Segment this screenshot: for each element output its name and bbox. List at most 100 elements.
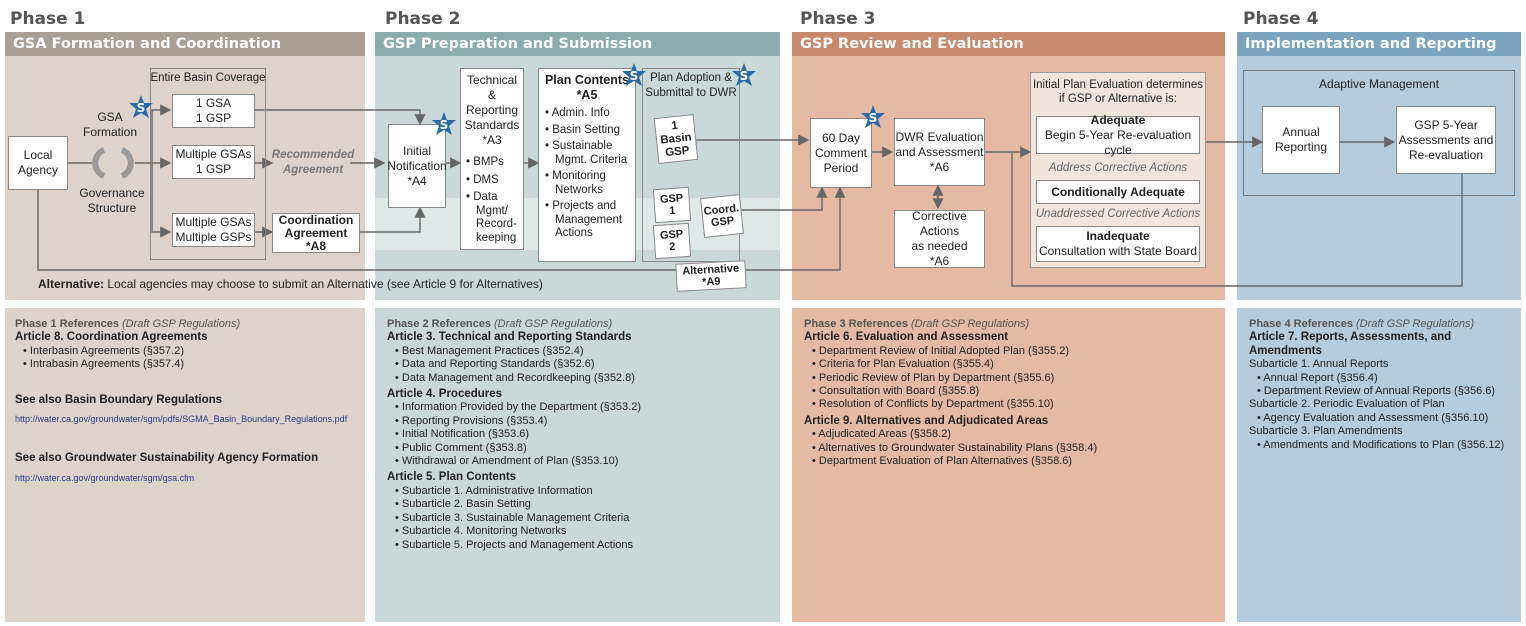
alternative-note: Alternative: Local agencies may choose t… [38,277,543,291]
ref4-heading: Phase 4 References (Draft GSP Regulation… [1249,318,1475,330]
star-badge-icon: S [732,63,756,86]
phase-4-title: Implementation and Reporting [1237,32,1521,56]
ref3-heading: Phase 3 References (Draft GSP Regulation… [804,318,1030,330]
star-badge-icon: S [432,112,456,135]
ref2-article3: Article 3. Technical and Reporting Stand… [387,331,632,344]
tech-standards-box: Technical & Reporting Standards *A3 • BM… [460,68,524,250]
adequate-box: Adequate Begin 5-Year Re-evaluation cycl… [1036,113,1200,157]
inadequate-label: Inadequate [1086,229,1150,243]
ref3-item: • Adjudicated Areas (§358.2) [812,428,951,441]
ref3-item: • Criteria for Plan Evaluation (§355.4) [812,358,994,371]
ref1-item: • Interbasin Agreements (§357.2) [23,344,184,357]
ref2-item: • Subarticle 3. Sustainable Management C… [395,511,630,524]
ref2-item: • Best Management Practices (§352.4) [395,344,584,357]
entire-basin-label: Entire Basin Coverage [150,71,266,84]
five-year-box: GSP 5-Year Assessments and Re-evaluation [1396,106,1496,174]
ref2-item: • Subarticle 5. Projects and Management … [395,538,634,551]
plan-item-admin: • Admin. Info [545,107,610,119]
ref3-item: • Department Review of Initial Adopted P… [812,344,1069,357]
svg-text:S: S [630,69,639,83]
ref3-item: • Department Evaluation of Plan Alternat… [812,455,1073,468]
plan-contents-title: Plan Contents *A5 [544,73,630,102]
svg-text:S: S [137,101,146,115]
ref1-see-basin: See also Basin Boundary Regulations [15,393,223,406]
tech-standards-list: • BMPs • DMS • Data Mgmt/ Record-keeping [466,156,518,245]
governance-structure-label: Governance Structure [79,186,145,215]
alternative-note-text: Local agencies may choose to submit an A… [104,277,543,291]
star-badge-icon: S [129,95,153,118]
phase-2-title: GSP Preparation and Submission [375,32,780,56]
phase-3-label: Phase 3 [800,9,876,29]
alternative-note-bold: Alternative: [38,277,105,291]
annual-reporting-box: Annual Reporting [1262,106,1340,174]
initial-notification-box: Initial Notification *A4 [387,124,447,208]
ref2-article4: Article 4. Procedures [387,388,503,401]
adequate-sub: Begin 5-Year Re-evaluation cycle [1044,127,1192,157]
basin-boundary-link[interactable]: http://water.ca.gov/groundwater/sgm/pdfs… [15,414,348,425]
plan-adoption-label: Plan Adoption & Submittal to DWR [645,72,737,99]
ref4-item: • Annual Report (§356.4) [1257,371,1378,384]
entire-basin-frame [150,68,266,260]
ref2-item: • Subarticle 4. Monitoring Networks [395,525,567,538]
coordination-agreement-ref: *A8 [305,238,326,253]
phase-3-references: Phase 3 References (Draft GSP Regulation… [792,308,1225,622]
star-badge-icon: S [622,63,646,86]
ref2-item: • Withdrawal or Amendment of Plan (§353.… [395,455,619,468]
ref3-item: • Alternatives to Groundwater Sustainabi… [812,441,1098,454]
alternative-doc: Alternative *A9 [675,260,747,292]
ref1-article8: Article 8. Coordination Agreements [15,331,208,344]
phase-1-label: Phase 1 [10,9,86,29]
ref4-article7: Article 7. Reports, Assessments, and Ame… [1249,331,1452,357]
corrective-actions-box: Corrective Actions as needed *A6 [894,209,985,268]
ref2-item: • Information Provided by the Department… [395,401,641,414]
inadequate-sub: Consultation with State Board [1038,244,1198,258]
ref2-article5: Article 5. Plan Contents [387,471,517,484]
basin-gsp-doc: 1 Basin GSP [653,114,699,164]
flow-connectors [37,104,1463,287]
option-1gsa-1gsp: 1 GSA 1 GSP [172,94,255,128]
ref3-item: • Consultation with Board (§355.8) [812,385,980,398]
evaluation-header: Initial Plan Evaluation determines if GS… [1032,79,1204,105]
star-badge-icon: S [861,105,885,128]
option-multi-gsa-1gsp: Multiple GSAs 1 GSP [172,145,255,179]
cycle-arrows-icon [92,147,134,179]
coord-gsp-doc: Coord. GSP [700,194,744,238]
phase-2-label: Phase 2 [385,9,461,29]
unaddressed-corrective-label: Unaddressed Corrective Actions [1035,207,1201,220]
ref4-item: • Agency Evaluation and Assessment (§356… [1257,411,1489,424]
tech-item-bmps: • BMPs [466,156,504,168]
coordination-agreement-label: Coordination Agreement [278,212,354,240]
ref3-item: • Resolution of Conflicts by Department … [812,398,1054,411]
svg-text:S: S [440,118,449,132]
conditionally-adequate-box: Conditionally Adequate [1036,180,1200,204]
tech-item-data: • Data Mgmt/ Record-keeping [466,191,517,244]
plan-item-basin: • Basin Setting [545,123,620,136]
ref2-item: • Data Management and Recordkeeping (§35… [395,371,635,384]
plan-adoption-frame [642,68,740,262]
gsp1-doc: GSP 1 [652,186,692,224]
phase-4-label: Phase 4 [1243,9,1319,29]
ref1-item: • Intrabasin Agreements (§357.4) [23,358,184,371]
option-multi-gsa-multi-gsp: Multiple GSAs Multiple GSPs [172,213,255,247]
ref2-heading: Phase 2 References (Draft GSP Regulation… [387,318,613,330]
ref1-see-gsa: See also Groundwater Sustainability Agen… [15,452,319,465]
address-corrective-label: Address Corrective Actions [1048,161,1188,174]
plan-item-projects: • Projects and Management Actions [545,200,623,239]
gsa-formation-label: GSA Formation [82,110,138,139]
svg-text:S: S [740,69,749,83]
plan-item-monitoring: • Monitoring Networks [545,170,606,196]
ref3-article9: Article 9. Alternatives and Adjudicated … [804,414,1049,427]
ref1-heading: Phase 1 References (Draft GSP Regulation… [15,318,241,330]
ref4-line: Subarticle 1. Annual Reports [1249,358,1389,371]
local-agency-box: Local Agency [8,136,68,190]
ref2-item: • Subarticle 1. Administrative Informati… [395,484,593,497]
gsp2-doc: GSP 2 [652,222,692,260]
ref2-item: • Data and Reporting Standards (§352.6) [395,358,595,371]
ref3-item: • Periodic Review of Plan by Department … [812,371,1055,384]
inadequate-box: Inadequate Consultation with State Board [1036,226,1200,262]
phase-2-references: Phase 2 References (Draft GSP Regulation… [375,308,780,622]
ref4-item: • Department Review of Annual Reports (§… [1257,385,1496,398]
gsa-formation-link[interactable]: http://water.ca.gov/groundwater/sgm/gsa.… [15,472,195,483]
plan-contents-box: Plan Contents *A5 • Admin. Info • Basin … [538,68,636,262]
plan-item-smc: • Sustainable Mgmt. Criteria [545,140,628,166]
